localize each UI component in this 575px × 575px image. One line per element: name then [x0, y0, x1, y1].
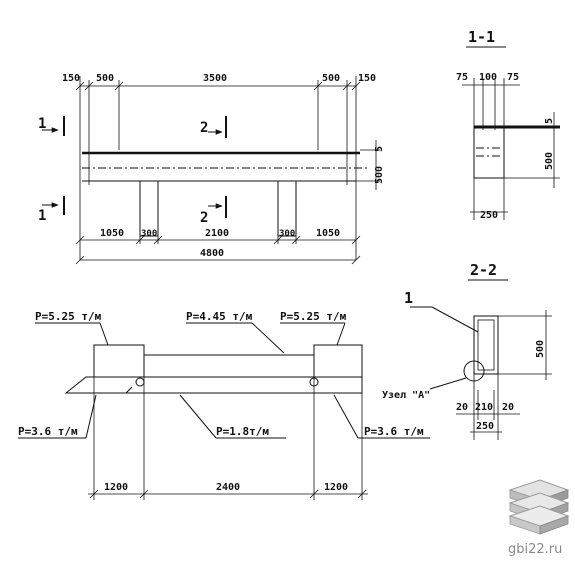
plan-cut-1-bottom: 1 — [38, 208, 46, 224]
left-support-circle — [135, 377, 145, 387]
plan-cut-1-top: 1 — [38, 116, 46, 132]
plan-dim-3500: 3500 — [203, 73, 227, 84]
section-2-2: 2-2 1 500 Узел "А" 20 210 20 250 — [382, 261, 552, 440]
plan-dim-500-right: 500 — [322, 73, 340, 84]
plan-support-right — [277, 180, 297, 237]
s11-dim-100: 100 — [479, 72, 497, 83]
plan-dim-150-left: 150 — [62, 73, 80, 84]
load-block-right — [313, 344, 363, 378]
s11-section-outline — [473, 125, 505, 179]
s22-dim-210: 210 — [475, 402, 493, 413]
plan-dim-500-left: 500 — [96, 73, 114, 84]
plan-dim-5: 5 — [374, 146, 385, 152]
plan-cut-2-top: 2 — [200, 120, 208, 136]
load-bottom-left: P=3.6 т/м — [18, 425, 78, 438]
load-top-middle: P=4.45 т/м — [186, 310, 253, 323]
s11-dim-5: 5 — [544, 118, 555, 124]
load-dim-2400: 2400 — [216, 482, 240, 493]
plan-dim-1050-right: 1050 — [316, 228, 340, 239]
s22-dim-20-right: 20 — [502, 402, 514, 413]
section-1-1: 1-1 75 100 75 5 500 250 — [456, 28, 560, 221]
load-top-left: P=5.25 т/м — [35, 310, 102, 323]
s22-dim-500: 500 — [535, 340, 546, 358]
plan-dim-300-left: 300 — [141, 229, 157, 239]
s22-dim-250: 250 — [476, 421, 494, 432]
plan-dim-300-right: 300 — [279, 229, 295, 239]
load-bottom-right: P=3.6 т/м — [364, 425, 424, 438]
s11-dim-250: 250 — [480, 210, 498, 221]
s22-section-outline — [473, 315, 499, 375]
plan-dim-total-4800: 4800 — [200, 248, 224, 259]
load-dim-1200-right: 1200 — [324, 482, 348, 493]
plan-dim-150-right: 150 — [358, 73, 376, 84]
plan-support-left — [139, 180, 159, 237]
load-diagram: P=5.25 т/м P=4.45 т/м P=5.25 т/м P=3.6 т… — [18, 310, 430, 500]
section-1-1-title: 1-1 — [468, 28, 495, 46]
plan-dim-2100: 2100 — [205, 228, 229, 239]
s11-dim-75-left: 75 — [456, 72, 468, 83]
plan-view: 150 500 3500 500 150 5 500 1 1 2 2 — [38, 73, 385, 265]
plan-cut-2-bottom: 2 — [200, 210, 208, 226]
load-bottom-middle: P=1.8т/м — [216, 425, 269, 438]
load-dim-1200-left: 1200 — [104, 482, 128, 493]
watermark-text: gbi22.ru — [508, 542, 562, 557]
stacked-slabs-logo-icon — [508, 479, 570, 535]
s22-leader-label: 1 — [404, 289, 413, 307]
plan-dim-1050-left: 1050 — [100, 228, 124, 239]
s22-dim-20-left: 20 — [456, 402, 468, 413]
load-block-middle — [143, 354, 315, 378]
load-top-right: P=5.25 т/м — [280, 310, 347, 323]
s11-dim-75-right: 75 — [507, 72, 519, 83]
load-block-left — [93, 344, 145, 378]
s22-node-a-label: Узел "А" — [382, 390, 430, 401]
s11-dim-500: 500 — [544, 152, 555, 170]
section-2-2-title: 2-2 — [470, 261, 497, 279]
plan-dim-500-vertical: 500 — [374, 166, 385, 184]
